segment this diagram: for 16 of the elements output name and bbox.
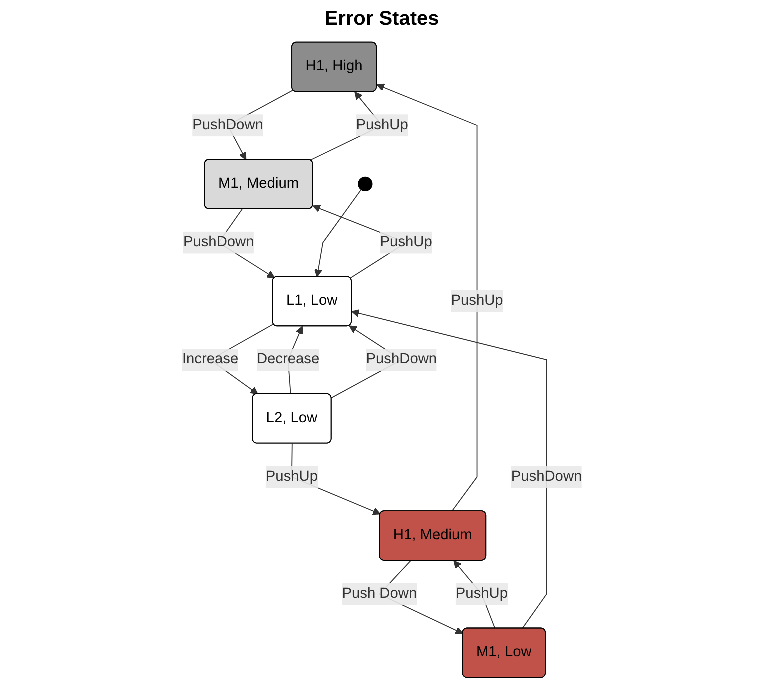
edge-label: PushUp bbox=[266, 468, 318, 485]
edge-label: PushUp bbox=[456, 586, 508, 602]
edge-label: PushDown bbox=[366, 352, 437, 368]
edge-label: PushUp bbox=[450, 293, 504, 309]
edge-label: PushDown bbox=[511, 468, 582, 485]
arrow bbox=[376, 84, 478, 512]
diagram-title: Error States bbox=[324, 8, 440, 31]
node-circle bbox=[358, 176, 372, 192]
edge-label: PushDown bbox=[183, 234, 254, 250]
edge-label: Push Down bbox=[342, 586, 417, 602]
edge-label: Decrease bbox=[256, 352, 320, 368]
arrow bbox=[314, 189, 362, 278]
edge-label: PushUp bbox=[356, 117, 408, 133]
edge-label: Increase bbox=[182, 352, 238, 368]
edge-label: PushUp bbox=[380, 234, 432, 250]
edge-label: PushDown bbox=[192, 117, 264, 133]
